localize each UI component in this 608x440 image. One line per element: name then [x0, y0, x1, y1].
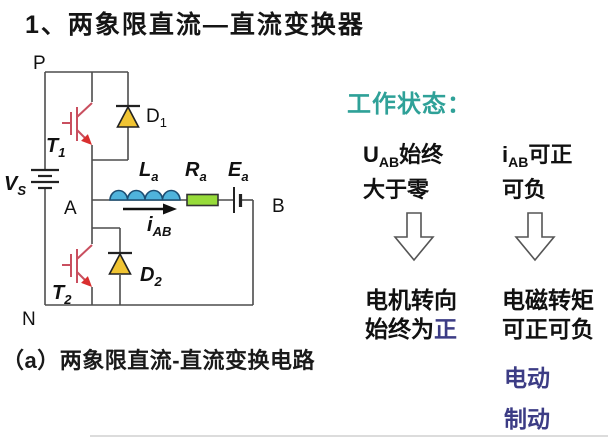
result-motor-prefix: 始终为 — [365, 316, 434, 342]
condition-iab-line2: 可负 — [502, 177, 547, 202]
label-ea: Ea — [228, 159, 249, 184]
label-la: La — [139, 159, 158, 184]
page-title: 1、两象限直流—直流变换器 — [25, 11, 365, 39]
node-label-p: P — [33, 55, 46, 74]
down-arrow-icon — [393, 212, 435, 262]
uab-symbol: U — [363, 142, 379, 167]
result-torque-line2: 可正可负 — [502, 316, 594, 342]
label-d1: D1 — [146, 106, 167, 130]
uab-text: 始终 — [399, 142, 444, 167]
label-d2: D2 — [140, 264, 162, 289]
emitter-arrow-icon — [81, 134, 92, 145]
transistor-t1 — [62, 102, 93, 145]
node-label-a: A — [64, 198, 77, 219]
panel-heading: 工作状态： — [347, 91, 472, 118]
node-label-n: N — [22, 309, 36, 330]
result-torque-line1: 电磁转矩 — [502, 287, 594, 313]
emf-ea — [233, 187, 243, 213]
mode-braking: 制动 — [504, 406, 550, 432]
down-arrow-icon — [514, 212, 556, 262]
label-vs: VS — [4, 173, 26, 198]
iab-subscript: AB — [508, 154, 529, 170]
emitter-arrow-icon — [81, 276, 92, 287]
result-motor-line1: 电机转向 — [365, 287, 457, 313]
node-label-b: B — [272, 196, 285, 217]
label-t1: T1 — [46, 135, 65, 160]
result-motor-line2: 始终为正 — [365, 315, 457, 344]
diode-d1 — [116, 104, 140, 128]
mode-motoring: 电动 — [504, 365, 550, 391]
circuit-caption: （a）两象限直流-直流变换电路 — [2, 348, 316, 373]
condition-uab: UAB始终 大于零 — [363, 141, 443, 203]
iab-symbol: i — [502, 142, 509, 167]
label-ra: Ra — [185, 159, 207, 184]
condition-iab: iAB可正 可负 — [502, 141, 572, 203]
label-iab: iAB — [147, 214, 171, 239]
result-torque: 电磁转矩 可正可负 — [502, 286, 594, 344]
circuit-diagram: P A B N VS T1 T2 D1 D2 La Ra Ea iAB — [4, 55, 285, 330]
condition-uab-line2: 大于零 — [363, 177, 430, 202]
resistor-ra — [186, 193, 219, 207]
current-arrow-iab — [123, 203, 177, 215]
transistor-t2 — [62, 244, 93, 287]
result-motor-direction: 电机转向 始终为正 — [365, 286, 457, 344]
slide-edge-line — [90, 435, 608, 437]
inductor-la — [109, 189, 181, 201]
battery-vs — [31, 168, 59, 190]
uab-subscript: AB — [378, 154, 400, 170]
condition-uab-line1: UAB始终 — [363, 141, 443, 176]
result-motor-highlight: 正 — [434, 316, 457, 342]
diode-d2 — [108, 251, 132, 275]
iab-text: 可正 — [528, 142, 573, 167]
label-t2: T2 — [52, 282, 72, 307]
condition-iab-line1: iAB可正 — [502, 141, 572, 176]
